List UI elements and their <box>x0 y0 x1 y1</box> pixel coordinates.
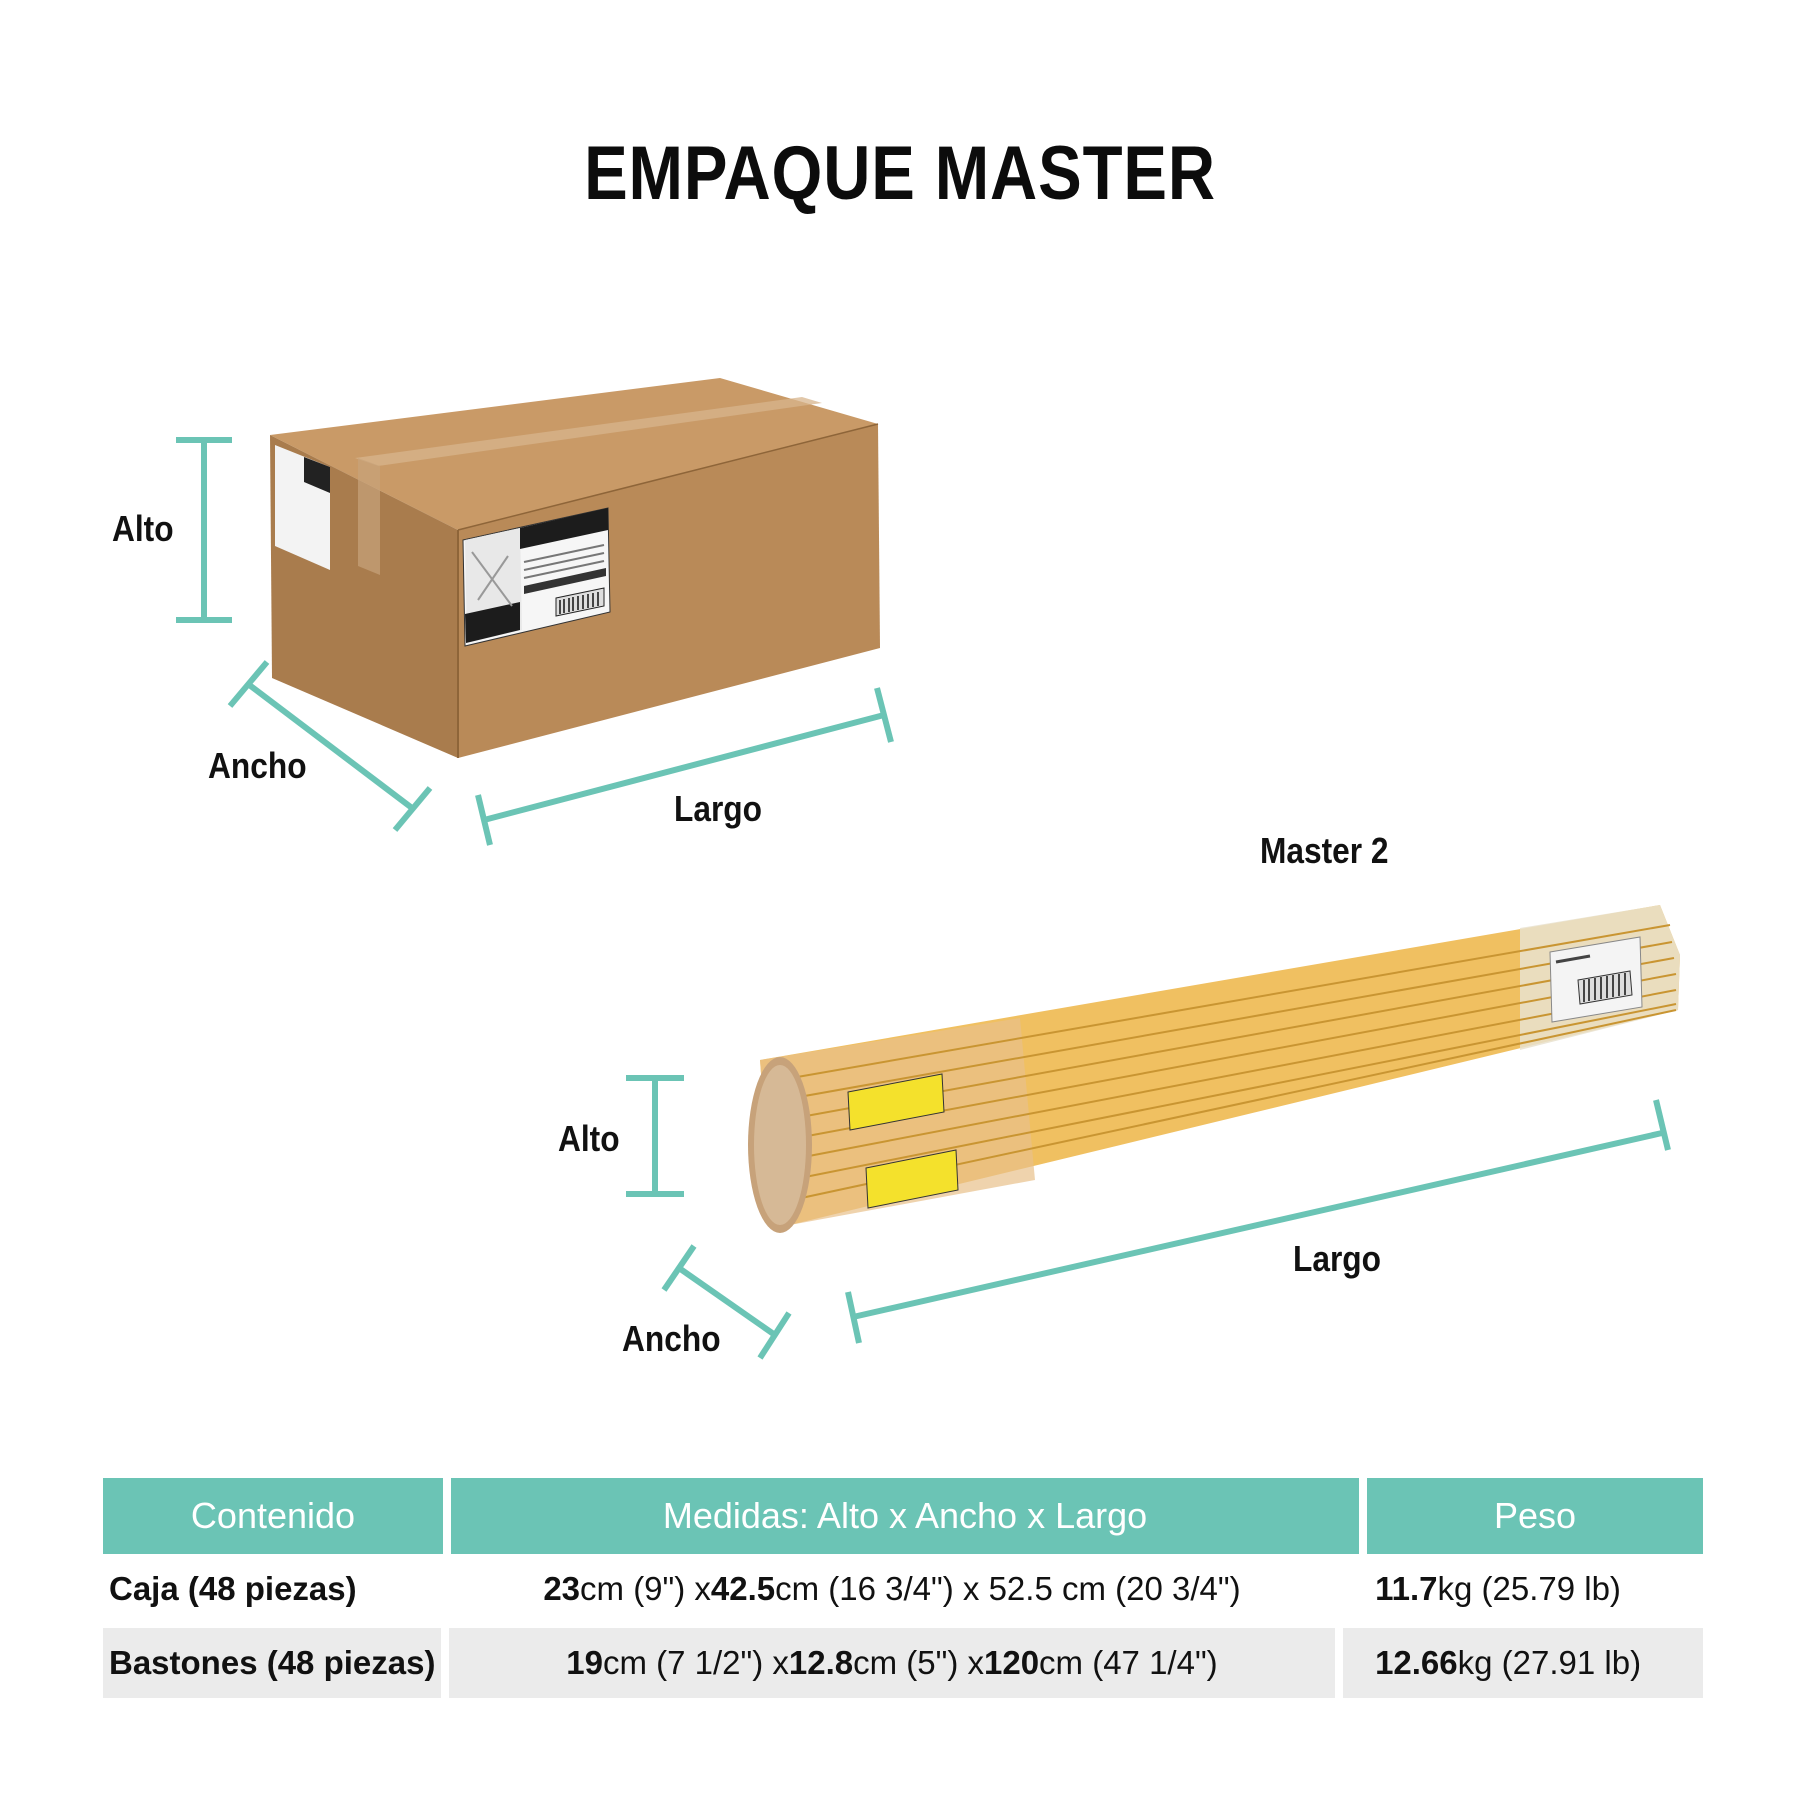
bundle-label <box>1549 936 1643 1023</box>
table-header: Contenido Medidas: Alto x Ancho x Largo … <box>103 1478 1703 1554</box>
box-product-label <box>462 507 611 647</box>
box-dimension-largo <box>475 687 894 846</box>
header-contenido: Contenido <box>103 1478 443 1554</box>
bundle-dimension-largo <box>845 1099 1671 1344</box>
bundle-label-alto: Alto <box>558 1118 620 1159</box>
bundle-dimension-ancho <box>661 1244 792 1360</box>
table-row: Bastones (48 piezas) 19 cm (7 1/2") x 12… <box>103 1628 1703 1698</box>
page-title: EMPAQUE MASTER <box>584 131 1216 216</box>
box-dimension-alto <box>176 437 232 623</box>
box-label-largo: Largo <box>674 788 763 829</box>
row-contenido: Bastones (48 piezas) <box>103 1628 441 1698</box>
box-label-ancho: Ancho <box>208 745 307 786</box>
specs-table: Contenido Medidas: Alto x Ancho x Largo … <box>103 1478 1703 1702</box>
bundle-dimension-alto <box>626 1075 684 1197</box>
master2-title: Master 2 <box>1260 830 1389 871</box>
box-dimension-ancho <box>227 660 433 832</box>
row-medidas: 23 cm (9") x 42.5 cm (16 3/4") x 52.5 cm… <box>448 1554 1336 1624</box>
box-label-alto: Alto <box>112 508 174 549</box>
bundle-label-largo: Largo <box>1293 1238 1382 1279</box>
header-medidas: Medidas: Alto x Ancho x Largo <box>451 1478 1359 1554</box>
row-contenido: Caja (48 piezas) <box>103 1554 441 1624</box>
header-peso: Peso <box>1367 1478 1703 1554</box>
row-peso: 11.7 kg (25.79 lb) <box>1343 1554 1703 1624</box>
cardboard-box-image <box>270 378 880 758</box>
stick-bundle-image <box>748 905 1680 1233</box>
row-medidas: 19 cm (7 1/2") x 12.8 cm (5") x 120 cm (… <box>448 1628 1336 1698</box>
table-row: Caja (48 piezas) 23 cm (9") x 42.5 cm (1… <box>103 1554 1703 1624</box>
bundle-label-ancho: Ancho <box>622 1318 721 1359</box>
row-peso: 12.66 kg (27.91 lb) <box>1343 1628 1703 1698</box>
